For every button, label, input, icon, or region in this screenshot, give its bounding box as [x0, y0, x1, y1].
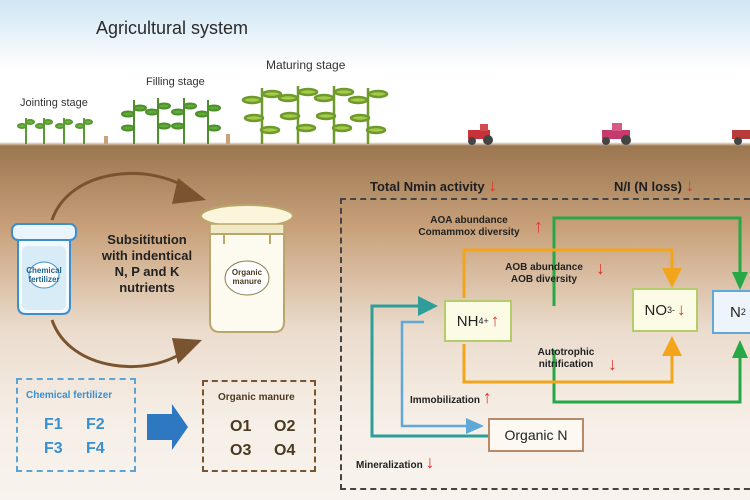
green-flow-line — [552, 216, 742, 306]
jointing-plants-icon — [17, 118, 93, 144]
substitution-arrow-top — [50, 172, 191, 221]
orange-flow-line — [462, 248, 674, 298]
treatment-o1: O1 — [230, 418, 252, 435]
aob-abundance-label: AOB abundance — [505, 262, 583, 273]
treatment-o3: O3 — [230, 442, 252, 459]
down-arrow-icon: ↓ — [596, 258, 605, 278]
crops-illustration — [17, 86, 750, 145]
down-arrow-icon: ↓ — [608, 354, 617, 374]
up-arrow-icon: ↑ — [534, 216, 543, 236]
n2-subscript: 2 — [740, 307, 746, 317]
treatment-o2: O2 — [274, 418, 296, 435]
down-arrow-icon: ↓ — [677, 300, 686, 319]
orange-flow-line — [462, 344, 674, 384]
green-flow-line — [552, 350, 742, 404]
ni-loss-header: N/I (N loss) ↓ — [614, 176, 694, 196]
organic-n-node: Organic N — [488, 418, 584, 452]
substitution-arrow-bottom — [50, 319, 187, 368]
total-nmin-header: Total Nmin activity ↓ — [370, 176, 497, 196]
filling-stage-label: Filling stage — [146, 76, 205, 88]
organic-manure-box: Organic manure O1 O2 O3 O4 — [202, 380, 316, 472]
orange-arrowhead-icon — [662, 268, 682, 288]
treatment-o4: O4 — [274, 442, 296, 459]
aoa-label-group: AOA abundance Comammox diversity — [408, 215, 530, 239]
autotrophic-label: Autotrophic — [537, 347, 595, 358]
small-figures-icon — [104, 134, 230, 144]
chemical-fertilizer-bottle-icon — [11, 223, 77, 315]
organic-box-title: Organic manure — [218, 392, 295, 403]
aob-diversity-label: AOB diversity — [510, 274, 578, 285]
down-arrow-icon: ↓ — [685, 176, 695, 195]
arrowhead-icon — [172, 338, 202, 364]
chemical-box-title: Chemical fertilizer — [26, 390, 113, 401]
no3-label: NO — [644, 301, 667, 319]
maturing-plants-icon — [241, 86, 389, 144]
immobilization-label: Immobilization ↑ — [410, 388, 492, 407]
arrowhead-icon — [172, 178, 206, 204]
blue-right-arrow-icon — [147, 404, 188, 450]
chemical-bottle-label-line1: Chemical — [26, 266, 62, 275]
page-title: Agricultural system — [96, 18, 249, 38]
no3-subscript: 3 — [666, 305, 672, 315]
organic-bottle-label: Organic manure — [225, 268, 269, 286]
organic-bottle-label-line2: manure — [232, 277, 262, 286]
up-arrow-icon: ↑ — [490, 311, 500, 330]
comammox-diversity-label: Comammox diversity — [418, 227, 520, 238]
tractor-icon — [468, 124, 493, 145]
down-arrow-icon: ↓ — [488, 176, 497, 195]
mineralization-text: Mineralization — [356, 460, 423, 471]
blue-arrowhead-icon — [466, 418, 484, 434]
blue-flow-line — [400, 320, 470, 428]
treatment-f1: F1 — [44, 416, 63, 433]
substitution-line1: Subsititution — [107, 232, 187, 247]
teal-flow-line — [370, 304, 488, 438]
total-nmin-label: Total Nmin activity — [370, 179, 485, 194]
tractor-icon — [732, 130, 750, 145]
filling-plants-icon — [121, 98, 221, 144]
treatment-f4: F4 — [86, 440, 105, 457]
substitution-text: Subsititution with indentical N, P and K… — [72, 232, 222, 296]
chemical-bottle-label: Chemical fertilizer — [22, 266, 66, 284]
substitution-line3: N, P and K — [114, 264, 180, 279]
autotrophic-label-group: Autotrophic nitrification — [526, 347, 606, 371]
n-cycle-flows — [370, 216, 748, 438]
substitution-line4: nutrients — [119, 280, 175, 295]
nh4-superscript: + — [483, 316, 489, 326]
chemical-fertilizer-box: Chemical fertilizer F1 F2 F3 F4 — [16, 378, 136, 472]
n-cycle-box — [340, 198, 750, 490]
nh4-label: NH — [456, 312, 479, 330]
nitrification-label: nitrification — [538, 359, 594, 370]
up-arrow-icon: ↑ — [482, 387, 492, 407]
no3-superscript: - — [672, 305, 675, 315]
aob-label-group: AOB abundance AOB diversity — [494, 262, 594, 286]
substitution-line2: with indentical — [101, 248, 193, 263]
treatment-f2: F2 — [86, 416, 105, 433]
green-arrowhead-icon — [732, 340, 748, 358]
orange-arrowhead-icon — [662, 336, 682, 356]
tractor-icon — [602, 123, 631, 145]
ni-loss-label: N/I (N loss) — [614, 179, 682, 194]
down-arrow-icon: ↓ — [425, 452, 435, 472]
left-panel-graphics — [50, 172, 206, 450]
maturing-stage-label: Maturing stage — [266, 58, 346, 72]
immobilization-text: Immobilization — [410, 395, 480, 406]
chemical-bottle-label-line2: fertilizer — [28, 275, 60, 284]
n2-label: N — [730, 303, 741, 321]
jointing-stage-label: Jointing stage — [20, 97, 88, 109]
nh4-subscript: 4 — [478, 316, 484, 326]
organic-manure-jar-icon — [200, 204, 294, 333]
green-arrowhead-icon — [732, 272, 748, 290]
teal-arrowhead-icon — [418, 296, 438, 316]
mineralization-label: Mineralization ↓ — [356, 453, 434, 472]
organic-bottle-label-line1: Organic — [231, 268, 263, 277]
aoa-abundance-label: AOA abundance — [430, 215, 508, 226]
treatment-f3: F3 — [44, 440, 63, 457]
